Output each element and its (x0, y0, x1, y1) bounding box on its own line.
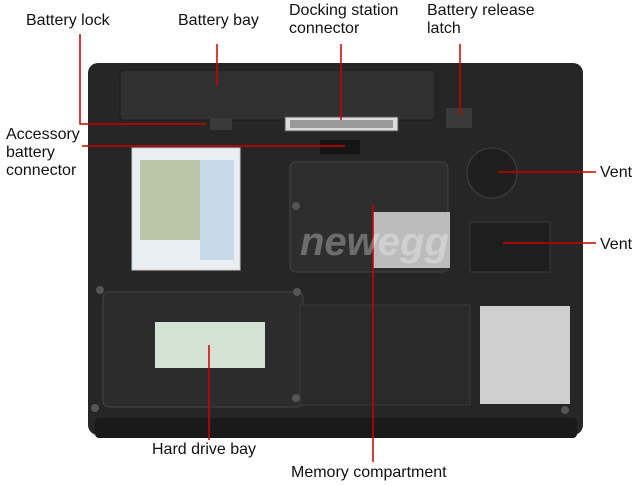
watermark: newegg (300, 220, 449, 264)
label-vent-bottom: Vent (600, 236, 633, 253)
leader-battery-lock (79, 34, 206, 125)
label-battery-bay: Battery bay (178, 12, 259, 29)
label-memory-compartment: Memory compartment (291, 464, 447, 481)
battery-bay-panel (119, 69, 436, 121)
product-label-right (480, 306, 570, 404)
label-battery-release-latch: Battery release latch (427, 2, 535, 37)
battery-lock-switch (210, 118, 232, 130)
side-vent (469, 221, 551, 273)
product-label-center (299, 304, 471, 406)
accessory-battery-connector-port (320, 140, 360, 154)
fan-vent (466, 147, 518, 199)
label-accessory-battery-connector: Accessory battery connector (6, 126, 80, 179)
hard-drive-sticker (155, 322, 265, 368)
leader-lines (79, 34, 596, 462)
label-hard-drive-bay: Hard drive bay (152, 441, 257, 458)
label-battery-lock: Battery lock (26, 12, 110, 29)
label-docking-station-connector: Docking station connector (289, 2, 399, 37)
laptop-bottom-edge (95, 418, 577, 438)
regulatory-label (373, 212, 450, 268)
battery-release-latch-switch (446, 108, 472, 128)
label-vent-top: Vent (600, 164, 633, 181)
